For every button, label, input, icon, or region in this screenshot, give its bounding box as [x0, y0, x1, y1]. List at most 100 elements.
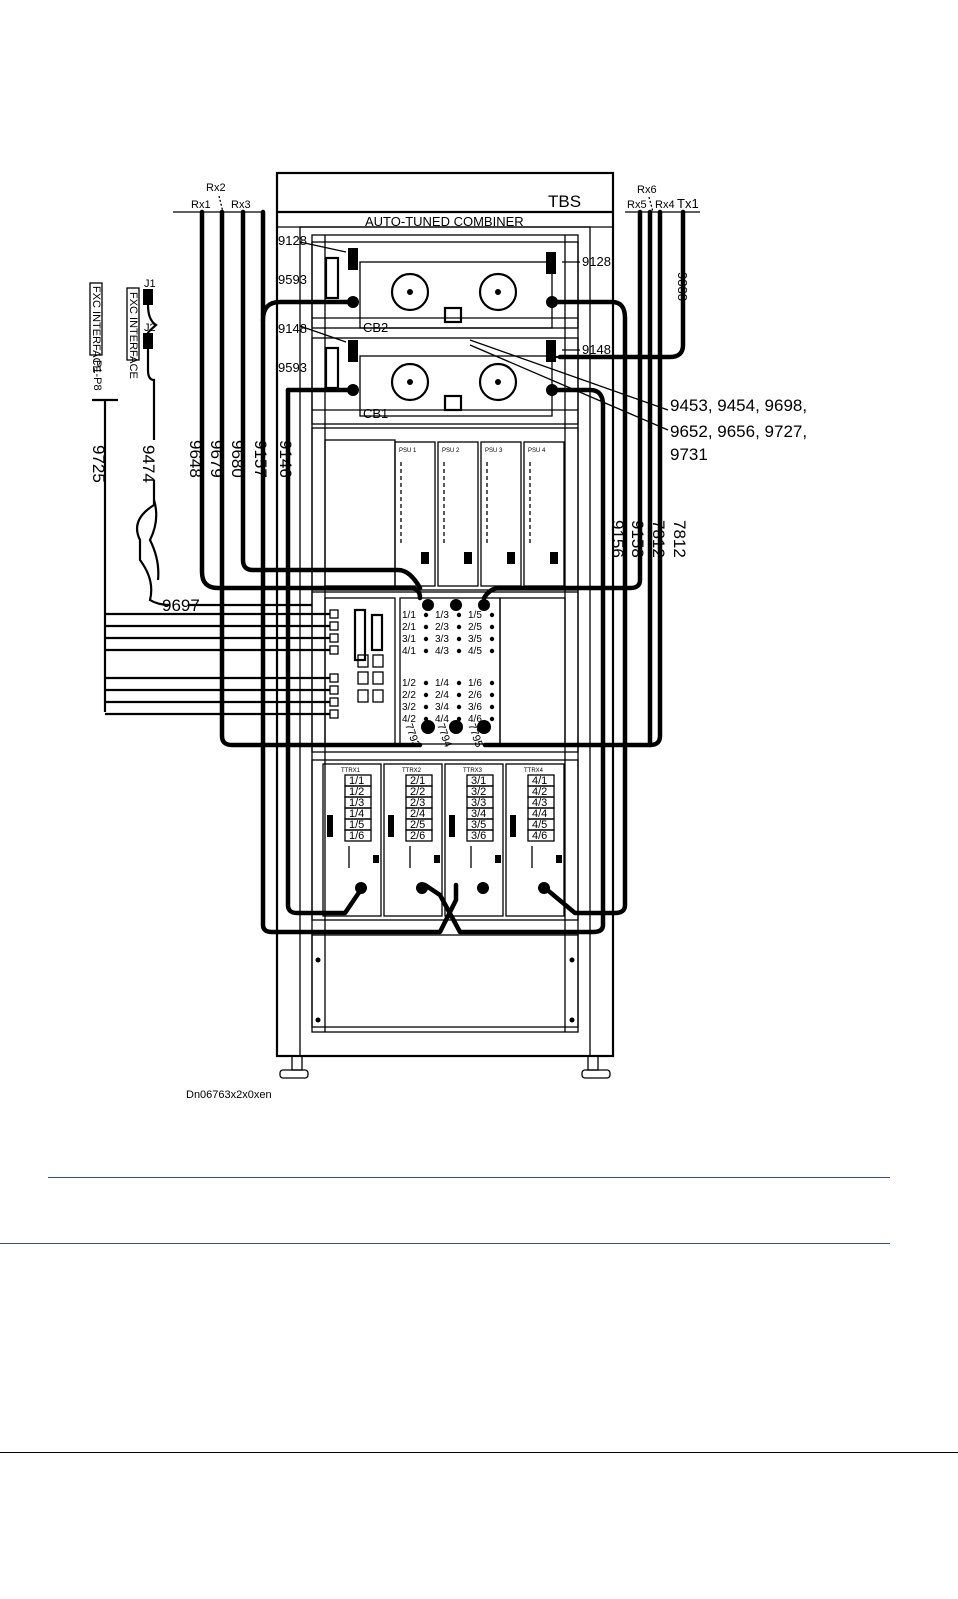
psu-switch: [507, 552, 515, 564]
trx-led: [495, 855, 501, 863]
empty-bay: [311, 934, 579, 1028]
fxc-port: [329, 685, 339, 695]
cb2-label: CB2: [363, 320, 388, 335]
mcpa-port-dot: [423, 680, 429, 686]
cable-9697: 9697: [162, 596, 200, 615]
psu-label: PSU 4: [528, 448, 546, 454]
trx-label: TTRX2: [402, 768, 422, 774]
cable-9679: 9679: [207, 440, 226, 478]
mcpa-port-dot: [423, 612, 429, 618]
mcpa-port-label: 2/5: [468, 622, 482, 633]
mcpa-port-label: 3/3: [435, 634, 449, 645]
cable-9157: 9157: [251, 440, 270, 478]
trx-led: [373, 855, 379, 863]
rx2-label: Rx2: [206, 182, 226, 194]
cable-group-line3: 9731: [670, 445, 708, 464]
mcpa-output-connector: [449, 720, 463, 734]
tx1-label: Tx1: [677, 196, 699, 211]
mcpa-port-label: 3/1: [402, 634, 416, 645]
mcpa-port-label: 4/1: [402, 646, 416, 657]
mcpa-port-dot: [489, 612, 495, 618]
cable-9148-left: 9148: [278, 321, 307, 336]
mcpa-port-dot: [456, 716, 462, 722]
j2-label: J2: [144, 322, 156, 334]
mcpa-port-label: 1/4: [435, 678, 449, 689]
mcpa-port-label: 4/5: [468, 646, 482, 657]
cable-9680: 9680: [228, 440, 247, 478]
psu-module: [394, 441, 436, 587]
trx-label: TTRX3: [463, 768, 483, 774]
mcpa-port-dot: [489, 692, 495, 698]
cable-9156: 9156: [608, 520, 627, 558]
trx-port-label: 2/6: [410, 830, 425, 842]
mcpa-output-connector: [421, 720, 435, 734]
fxc-port: [329, 673, 339, 683]
mcpa-port-label: 2/2: [402, 690, 416, 701]
trx-handle: [327, 815, 333, 837]
mcpa-port-dot: [489, 648, 495, 654]
mcpa-port-label: 2/3: [435, 622, 449, 633]
mcpa-port-label: 2/6: [468, 690, 482, 701]
rx3-label: Rx3: [231, 199, 251, 211]
mcpa-port-dot: [456, 636, 462, 642]
mcpa-port-label: 4/6: [468, 714, 482, 725]
fxc-port: [329, 709, 339, 719]
divider-bottom: [0, 1452, 958, 1453]
mcpa-port-label: 3/4: [435, 702, 449, 713]
fxc-interface: [89, 282, 312, 712]
mcpa-port-label: 1/1: [402, 610, 416, 621]
cable-9648: 9648: [186, 440, 205, 478]
mcpa-port-dot: [489, 636, 495, 642]
mcpa-port-label: 2/1: [402, 622, 416, 633]
trx-port-label: 3/6: [471, 830, 486, 842]
mcpa-port-dot: [489, 624, 495, 630]
tbs-label: TBS: [548, 192, 581, 211]
trx-port-label: 1/1: [349, 775, 364, 787]
trx-label: TTRX1: [341, 768, 361, 774]
trx-section: TTRX11/11/21/31/41/51/6TTRX22/12/22/32/4…: [311, 759, 579, 921]
trx-port-box: [466, 829, 494, 842]
psu-switch: [550, 552, 558, 564]
cable-9593-bottom: 9593: [278, 360, 307, 375]
trx-port-label: 4/6: [532, 830, 547, 842]
psu-module: [437, 441, 479, 587]
trx-handle: [449, 815, 455, 837]
divider-top: [48, 1177, 890, 1178]
mcpa-port-label: 3/6: [468, 702, 482, 713]
fxc-port: [329, 621, 339, 631]
trx-led: [556, 855, 562, 863]
rx5-label: Rx5: [627, 199, 647, 211]
cable-9725: 9725: [89, 445, 108, 483]
cable-routes: [199, 209, 686, 935]
trx-port-label: 1/5: [349, 819, 364, 831]
drawing-id: Dn06763x2x0xen: [186, 1089, 272, 1101]
fxc-interface-label-2: FXC INTERFACE: [127, 292, 139, 379]
trx-module: [383, 763, 443, 917]
trx-port-label: 4/5: [532, 819, 547, 831]
mcpa-port-dot: [423, 704, 429, 710]
cable-7812-b: 7812: [670, 520, 689, 558]
trx-port-label: 2/4: [410, 808, 425, 820]
trx-antenna-connector: [477, 882, 489, 894]
mcpa-port-dot: [423, 624, 429, 630]
combiner-cb1: [311, 337, 579, 425]
trx-port-label: 2/5: [410, 819, 425, 831]
trx-port-label: 4/2: [532, 786, 547, 798]
combiner-title: AUTO-TUNED COMBINER: [365, 214, 524, 229]
rx6-label: Rx6: [637, 184, 657, 196]
fxc-module-port: [372, 689, 384, 703]
mcpa-section: 1/12/13/14/11/22/23/24/21/32/33/34/31/42…: [311, 591, 579, 753]
mcpa-port-dot: [489, 716, 495, 722]
cable-9888: 9888: [675, 272, 690, 301]
mcpa-port-dot: [489, 704, 495, 710]
cable-9148-right: 9148: [582, 342, 611, 357]
mcpa-port-label: 1/2: [402, 678, 416, 689]
mcpa-input-connector: [450, 599, 462, 611]
fxc-module-port: [372, 671, 384, 685]
trx-port-box: [344, 829, 372, 842]
trx-port-label: 4/1: [532, 775, 547, 787]
mcpa-port-label: 4/3: [435, 646, 449, 657]
rx4-label: Rx4: [655, 199, 675, 211]
cable-9128-right: 9128: [582, 254, 611, 269]
